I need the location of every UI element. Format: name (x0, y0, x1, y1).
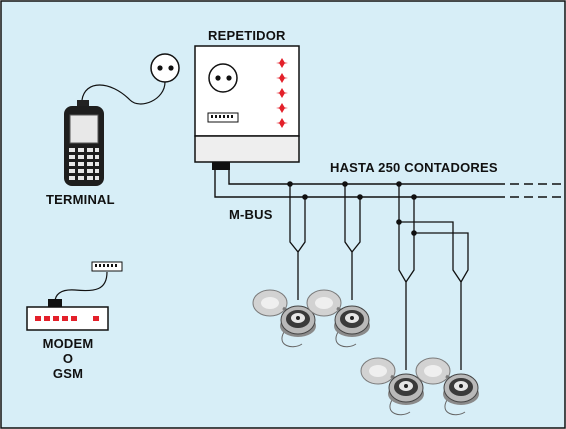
status-led-icon (276, 58, 288, 128)
mbus-label: M-BUS (229, 207, 273, 222)
water-meter-icon (252, 289, 316, 348)
power-plug-icon (150, 53, 180, 83)
meters-count-label: HASTA 250 CONTADORES (330, 160, 498, 175)
handheld-terminal-icon (64, 100, 104, 186)
repeater-icon (194, 45, 300, 170)
modem-icon (26, 299, 109, 331)
modem-gsm-label: MODEM O GSM (20, 336, 116, 381)
water-meter-icon (415, 357, 479, 416)
connector-icon (207, 112, 239, 123)
water-meter-icon (306, 289, 370, 348)
terminal-label: TERMINAL (46, 192, 115, 207)
connector-icon (91, 261, 123, 272)
modem-label: MODEM (42, 336, 94, 351)
power-socket-icon (208, 63, 238, 93)
meter-drops (289, 184, 469, 370)
terminal-cable (81, 81, 166, 105)
modem-cable (54, 271, 108, 303)
or-label: O (62, 351, 74, 366)
mbus-lines (214, 170, 566, 198)
gsm-label: GSM (52, 366, 84, 381)
repeater-label: REPETIDOR (208, 28, 286, 43)
water-meter-icon (360, 357, 424, 416)
